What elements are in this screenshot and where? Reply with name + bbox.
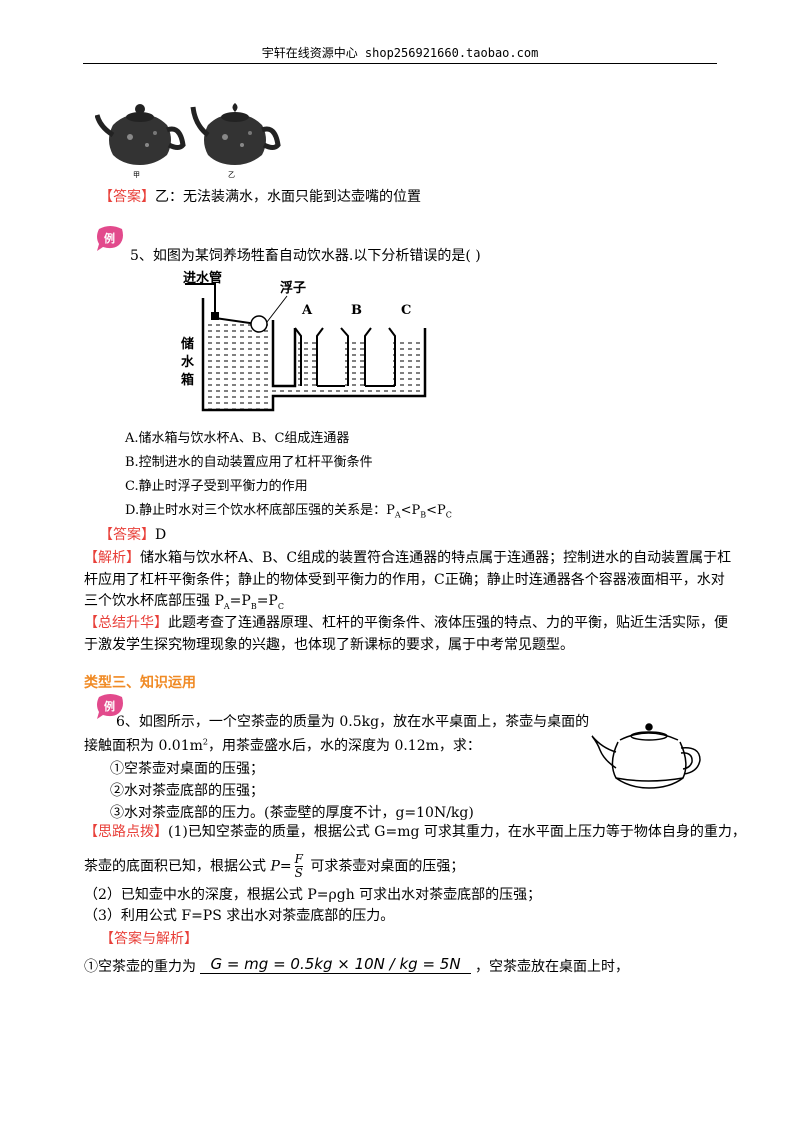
answer-text: 乙：无法装满水，水面只能到达壶嘴的位置 — [155, 189, 421, 205]
label-tank-1: 储 — [180, 336, 194, 352]
label-tank-3: 箱 — [181, 372, 194, 388]
answer-line-1: ①空茶壶的重力为 G = mg = 0.5kg × 10N / kg = 5N … — [84, 955, 630, 975]
teapot-yi-icon — [190, 103, 281, 165]
option-b: B.控制进水的自动装置应用了杠杆平衡条件 — [125, 455, 373, 470]
page-header: 宇轩在线资源中心 shop256921660.taobao.com — [261, 46, 539, 60]
q6-line-2: 接触面积为 0.01m2，用茶壶盛水后，水的深度为 0.12m，求： — [84, 737, 481, 754]
header-divider — [83, 63, 717, 64]
section-title: 类型三、知识运用 — [84, 675, 196, 691]
analysis-tag: 【解析】 — [84, 550, 140, 566]
label-inlet: 进水管 — [183, 270, 222, 286]
option-d: D.静止时水对三个饮水杯底部压强的关系是：PA<PB<PC — [125, 503, 452, 520]
q6-item-2: ②水对茶壶底部的压强； — [110, 783, 264, 799]
hint-line-3: （2）已知壶中水的深度，根据公式 P=ρgh 可求出水对茶壶底部的压强； — [84, 887, 542, 903]
label-tank-2: 水 — [181, 354, 195, 370]
teapot-outline-figure — [591, 723, 701, 789]
option-a: A.储水箱与饮水杯A、B、C组成连通器 — [125, 431, 350, 446]
label-jia: 甲 — [133, 171, 140, 179]
summary-line-1: 【总结升华】此题考查了连通器原理、杠杆的平衡条件、液体压强的特点、力的平衡，贴近… — [84, 615, 728, 631]
answer-q5: 【答案】D — [99, 524, 166, 544]
hint-line-1: 【思路点拨】(1)已知空茶壶的质量，根据公式 G=mg 可求其重力，在水平面上压… — [84, 824, 746, 840]
q6-line-1: 6、如图所示，一个空茶壶的质量为 0.5kg，放在水平桌面上，茶壶与桌面的 — [116, 714, 590, 730]
summary-line-2: 于激发学生探究物理现象的兴趣，也体现了新课标的要求，属于中考常见题型。 — [84, 637, 574, 653]
hint-line-4: （3）利用公式 F=PS 求出水对茶壶底部的压力。 — [84, 908, 395, 924]
example-badge-icon: 例 — [97, 694, 123, 719]
answer-value-q5: D — [155, 527, 167, 543]
teapot-figure-jia-yi: 甲 乙 — [95, 103, 281, 179]
water-dispenser-diagram: 进水管 浮子 A B C 储 水 箱 — [180, 270, 427, 412]
hint-tag: 【思路点拨】 — [84, 824, 168, 840]
example-badge-icon: 例 — [97, 226, 123, 251]
answer-q4: 【答案】乙：无法装满水，水面只能到达壶嘴的位置 — [99, 186, 421, 206]
svg-text:例: 例 — [104, 231, 115, 245]
answer-analysis-tag: 【答案与解析】 — [100, 931, 198, 947]
label-yi: 乙 — [228, 171, 235, 179]
q6-item-1: ①空茶壶对桌面的压强； — [110, 761, 264, 777]
question-5: 5、如图为某饲养场牲畜自动饮水器.以下分析错误的是( ) — [130, 248, 481, 264]
label-c: C — [401, 303, 411, 318]
answer-tag-q5: 【答案】 — [99, 527, 155, 543]
answer-tag: 【答案】 — [99, 189, 155, 205]
gravity-formula: G = mg = 0.5kg × 10N / kg = 5N — [200, 955, 471, 974]
summary-tag: 【总结升华】 — [84, 615, 168, 631]
label-b: B — [351, 303, 362, 318]
label-a: A — [301, 303, 313, 318]
svg-text:例: 例 — [104, 699, 115, 713]
analysis-line-1: 【解析】储水箱与饮水杯A、B、C组成的装置符合连通器的特点属于连通器；控制进水的… — [84, 550, 732, 566]
analysis-line-3: 三个饮水杯底部压强 PA=PB=PC — [84, 593, 284, 611]
analysis-line-2: 杆应用了杠杆平衡条件；静止的物体受到平衡力的作用，C正确；静止时连通器各个容器液… — [84, 572, 725, 588]
teapot-icon — [591, 723, 701, 789]
q6-item-3: ③水对茶壶底部的压力。(茶壶壁的厚度不计，g=10N/kg) — [110, 805, 474, 821]
teapot-jia-icon — [95, 104, 186, 165]
option-c: C.静止时浮子受到平衡力的作用 — [125, 479, 308, 494]
label-float: 浮子 — [280, 280, 306, 296]
